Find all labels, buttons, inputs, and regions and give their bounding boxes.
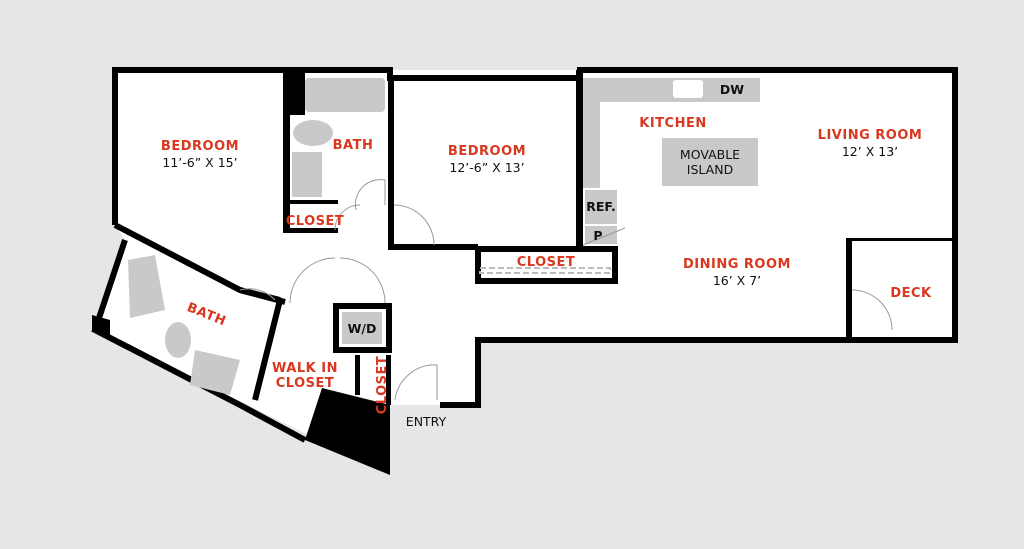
kitchen-counter bbox=[583, 78, 760, 102]
wd-label: W/D bbox=[348, 321, 377, 336]
dw-label: DW bbox=[720, 82, 744, 97]
pantry bbox=[585, 226, 617, 244]
fixtures bbox=[128, 78, 760, 395]
island-label-1: MOVABLE bbox=[680, 147, 740, 162]
sink-1 bbox=[292, 152, 322, 197]
refrigerator bbox=[585, 190, 617, 224]
walkin-label-2: CLOSET bbox=[276, 376, 335, 391]
closet-bath-label: CLOSET bbox=[286, 214, 345, 229]
bedroom1-dims: 11’-6” X 15’ bbox=[162, 155, 237, 170]
dining-dims: 16’ X 7’ bbox=[713, 273, 761, 288]
bathtub-2 bbox=[128, 255, 165, 318]
bath1-label: BATH bbox=[333, 138, 374, 153]
island-label-2: ISLAND bbox=[687, 162, 733, 177]
kitchen-label: KITCHEN bbox=[639, 116, 706, 131]
sink-2 bbox=[190, 350, 240, 395]
movable-island bbox=[662, 138, 758, 186]
toilet-2 bbox=[165, 322, 191, 358]
bathtub-1 bbox=[305, 78, 385, 112]
deck-label: DECK bbox=[890, 286, 932, 301]
bedroom1-label: BEDROOM bbox=[161, 139, 239, 154]
living-dims: 12’ X 13’ bbox=[842, 144, 898, 159]
structural-column bbox=[305, 388, 390, 475]
walls bbox=[91, 67, 958, 475]
bedroom2-label: BEDROOM bbox=[448, 144, 526, 159]
bedroom2-dims: 12’-6” X 13’ bbox=[449, 160, 524, 175]
washer-dryer bbox=[342, 312, 382, 344]
walkin-label-1: WALK IN bbox=[272, 361, 338, 376]
closet-bedroom-label: CLOSET bbox=[517, 255, 576, 270]
doors bbox=[239, 179, 893, 401]
dining-label: DINING ROOM bbox=[683, 257, 791, 272]
closet-entry-label: CLOSET bbox=[375, 356, 390, 415]
toilet-1 bbox=[293, 120, 333, 146]
living-label: LIVING ROOM bbox=[818, 128, 923, 143]
pantry-label: P bbox=[593, 228, 602, 243]
ref-label: REF. bbox=[586, 199, 616, 214]
entry-label: ENTRY bbox=[406, 414, 447, 429]
